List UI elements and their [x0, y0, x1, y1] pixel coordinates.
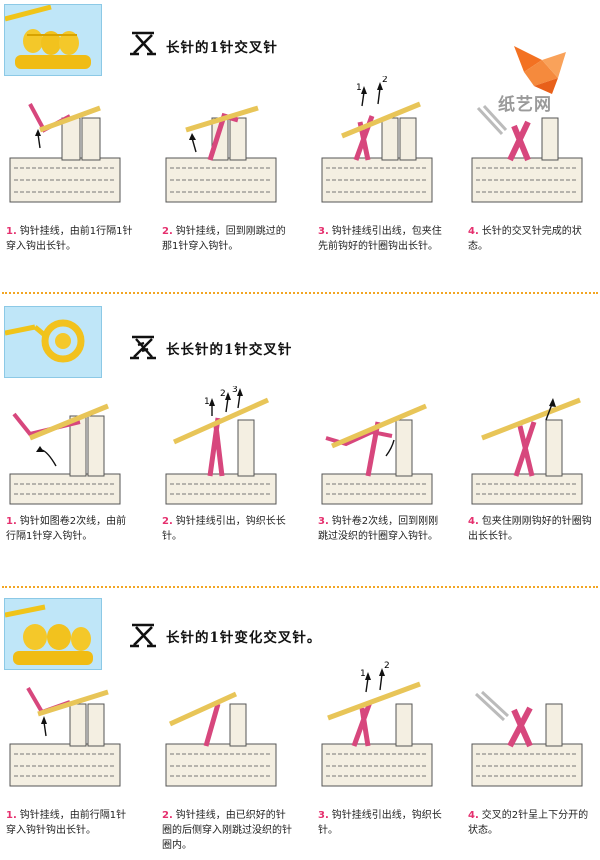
origami-bird-logo-icon: [514, 46, 566, 94]
yarn-sample-photo-1: [4, 4, 102, 76]
section-1: 长针的1针交叉针 1.钩针挂线，由前1行隔1针穿入钩出长针。 2.钩针挂线，回到…: [0, 0, 600, 290]
arrow-label-1: 1: [360, 669, 366, 679]
variation-cross-symbol-icon: [130, 623, 156, 648]
step-3-3-caption: 3.钩针挂线引出线，钩织长针。: [318, 810, 442, 836]
step-1-2-caption: 2.钩针挂线，回到刚跳过的那1针穿入钩针。: [162, 226, 286, 252]
arrow-label-3: 3: [232, 386, 238, 395]
arrow-label-1: 1: [204, 397, 210, 407]
cross-stitch-symbol-icon: [130, 31, 156, 56]
step-2-3: 3.钩针卷2次线，回到刚刚跳过没织的针圈穿入钩针。: [312, 386, 442, 542]
step-3-2-caption: 2.钩针挂线，由已织好的针圈的后侧穿入刚跳过没织的针圈内。: [162, 810, 292, 851]
step-1-2-illustration: [165, 105, 277, 203]
yarn-sample-photo-3: [4, 598, 102, 670]
step-3-1-illustration: [9, 686, 121, 787]
step-2-4-caption: 4.包夹住刚刚钩好的针圈钩出长长针。: [468, 516, 592, 542]
step-3-1: 1.钩针挂线，由前行隔1针穿入钩针钩出长针。: [0, 680, 130, 836]
watermark-text: 纸艺网: [498, 95, 552, 115]
step-2-1: 1.钩针如图卷2次线，由前行隔1针穿入钩针。: [0, 386, 130, 542]
section-1-title: 长针的1针交叉针: [166, 40, 278, 56]
section-3: 长针的1针变化交叉针。 1.钩针挂线，由前行隔1针穿入钩针钩出长针。 2.钩针挂…: [0, 594, 600, 860]
triple-cross-symbol-icon: [130, 335, 156, 360]
step-2-4-illustration: [471, 397, 583, 505]
step-2-1-caption: 1.钩针如图卷2次线，由前行隔1针穿入钩针。: [6, 516, 127, 542]
arrow-label-1: 1: [356, 83, 362, 93]
section-2: 长长针的1针交叉针 1.钩针如图卷2次线，由前行隔1针穿入钩针。 1 2 3 2…: [0, 300, 600, 580]
step-3-2-illustration: [165, 691, 277, 787]
arrow-label-2: 2: [382, 76, 388, 85]
step-3-4-illustration: [471, 690, 583, 787]
step-1-4-illustration: [471, 104, 583, 203]
step-3-4-caption: 4.交叉的2针呈上下分开的状态。: [468, 810, 589, 836]
step-1-3: 1 2 3.钩针挂线引出线，包夹住先前钩好的针圈钩出长针。: [312, 76, 442, 252]
step-2-2: 1 2 3 2.钩针挂线引出，钩织长长针。: [156, 386, 286, 542]
step-3-3-illustration: 1 2: [321, 661, 433, 787]
step-1-4: 4.长针的交叉针完成的状态。: [462, 96, 592, 252]
arrow-label-2: 2: [220, 389, 226, 399]
step-1-3-illustration: 1 2: [321, 76, 433, 203]
step-3-1-caption: 1.钩针挂线，由前行隔1针穿入钩针钩出长针。: [6, 810, 127, 836]
step-3-2: 2.钩针挂线，由已织好的针圈的后侧穿入刚跳过没织的针圈内。: [156, 680, 292, 851]
step-1-2: 2.钩针挂线，回到刚跳过的那1针穿入钩针。: [156, 96, 286, 252]
step-2-1-illustration: [9, 403, 121, 505]
yarn-sample-photo-2: [4, 306, 102, 378]
section-2-title: 长长针的1针交叉针: [166, 342, 293, 358]
step-2-2-illustration: 1 2 3: [165, 386, 277, 505]
section-divider-2: [2, 586, 598, 588]
section-3-title: 长针的1针变化交叉针。: [166, 630, 322, 646]
step-1-1-caption: 1.钩针挂线，由前1行隔1针穿入钩出长针。: [6, 226, 133, 252]
step-1-4-caption: 4.长针的交叉针完成的状态。: [468, 226, 582, 252]
step-2-3-illustration: [321, 403, 433, 505]
step-1-1-illustration: [9, 103, 121, 203]
step-2-4: 4.包夹住刚刚钩好的针圈钩出长长针。: [462, 386, 592, 542]
step-1-1: 1.钩针挂线，由前1行隔1针穿入钩出长针。: [0, 96, 133, 252]
step-3-3: 1 2 3.钩针挂线引出线，钩织长针。: [312, 660, 442, 836]
step-1-3-caption: 3.钩针挂线引出线，包夹住先前钩好的针圈钩出长针。: [318, 226, 442, 252]
section-divider-1: [2, 292, 598, 294]
step-2-2-caption: 2.钩针挂线引出，钩织长长针。: [162, 516, 286, 542]
step-2-3-caption: 3.钩针卷2次线，回到刚刚跳过没织的针圈穿入钩针。: [318, 516, 439, 542]
arrow-label-2: 2: [384, 661, 390, 671]
step-3-4: 4.交叉的2针呈上下分开的状态。: [462, 680, 592, 836]
